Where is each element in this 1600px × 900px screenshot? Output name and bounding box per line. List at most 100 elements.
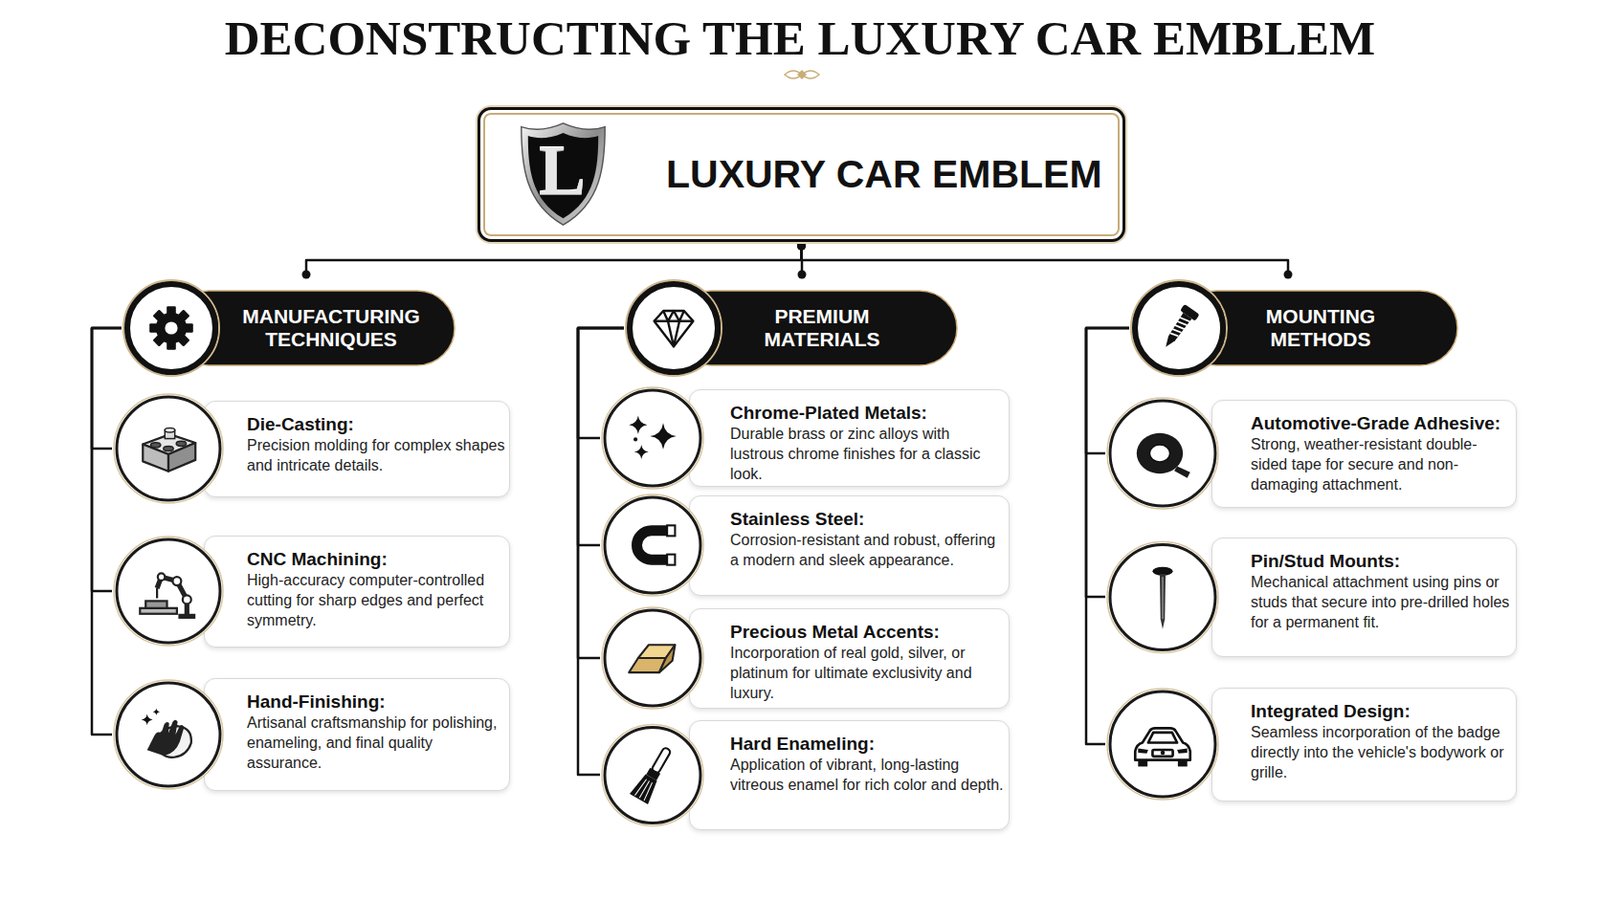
item-card: Precious Metal Accents:Incorporation of … [600,604,1010,712]
category-pill: MANUFACTURING TECHNIQUES [121,278,457,378]
connector-line [801,242,1289,279]
item-icon-layer [111,391,225,507]
icon-ring [601,724,704,826]
icon-ring [1107,541,1219,653]
junction-dot [1284,270,1293,280]
item-icon-layer [600,384,706,492]
item-icon [1134,728,1190,767]
icon-circle [127,284,216,373]
icon-circle [1110,691,1216,798]
icon-ring [601,494,704,597]
connector-line [306,242,802,279]
item-card: Die-Casting:Precision molding for comple… [111,391,511,507]
item-box: Stainless Steel:Corrosion-resistant and … [688,495,1010,597]
category-pill: PREMIUM MATERIALS [623,278,959,378]
item-card: Hand-Finishing:Artisanal craftsmanship f… [111,677,511,793]
item-description: Durable brass or zinc alloys with lustro… [730,423,1005,485]
item-box: Integrated Design:Seamless incorporation… [1211,688,1517,802]
icon-circle [1110,544,1216,650]
item-card: Stainless Steel:Corrosion-resistant and … [600,491,1010,600]
icon-ring [113,680,223,790]
icon-circle [116,397,221,501]
title-ornament [784,70,820,79]
category-title: MOUNTING METHODS [1213,290,1428,366]
item-heading: Stainless Steel: [730,508,1005,531]
icon-circle [1134,284,1223,373]
junction-dot [797,242,806,251]
item-box: CNC Machining:High-accuracy computer-con… [203,535,511,648]
item-box: Die-Casting:Precision molding for comple… [203,400,511,498]
item-heading: Die-Casting: [246,413,506,436]
icon-circle [116,539,221,644]
item-box: Chrome-Plated Metals:Durable brass or zi… [688,389,1010,488]
item-icon [1136,433,1191,479]
item-card: Chrome-Plated Metals:Durable brass or zi… [600,384,1010,492]
category-title: PREMIUM MATERIALS [714,290,930,366]
item-description: Seamless incorporation of the badge dire… [1250,722,1512,783]
item-heading: CNC Machining: [246,548,506,571]
connector-line [1086,328,1130,745]
item-icon [629,743,677,804]
item-icon-layer [600,491,706,600]
item-heading: Hard Enameling: [730,733,1005,756]
item-box: Hard Enameling:Application of vibrant, l… [688,720,1010,831]
root-title: LUXURY CAR EMBLEM [666,110,1113,240]
category-icon [1157,304,1200,353]
category-icon [654,311,694,347]
diagram-title: DECONSTRUCTING THE LUXURY CAR EMBLEM [0,11,1600,66]
icon-ring [1107,398,1219,510]
item-icon [1152,566,1173,629]
connector-line [577,328,624,659]
category-icon [149,306,194,351]
item-box: Precious Metal Accents:Incorporation of … [688,608,1010,710]
item-icon-layer [1105,395,1221,512]
icon-ring [601,387,704,489]
connector-line [91,328,122,735]
item-heading: Pin/Stud Mounts: [1250,550,1512,573]
item-icon-layer [1105,686,1221,803]
icon-circle [604,390,701,487]
title-ornament [797,69,807,80]
item-heading: Integrated Design: [1250,700,1512,723]
icon-circle [629,284,718,373]
icon-circle [116,683,221,787]
icon-circle [1110,400,1216,507]
emblem-letter: L [517,122,607,219]
item-description: Strong, weather-resistant double-sided t… [1250,434,1512,495]
item-description: Artisanal craftsmanship for polishing, e… [246,712,506,774]
icon-circle [604,610,701,707]
item-description: High-accuracy computer-controlled cuttin… [246,570,506,631]
item-card: Automotive-Grade Adhesive:Strong, weathe… [1105,395,1517,512]
category-pill: MOUNTING METHODS [1129,278,1460,378]
icon-ring [601,607,704,710]
item-card: CNC Machining:High-accuracy computer-con… [111,533,511,649]
item-icon [142,427,196,471]
item-icon [628,644,675,673]
item-icon-layer [111,677,225,793]
item-description: Corrosion-resistant and robust, offering… [730,530,1005,571]
item-icon-layer [600,604,706,712]
icon-ring [1131,280,1227,377]
item-icon-layer [111,533,225,649]
junction-dot [797,242,806,251]
item-description: Precision molding for complex shapes and… [246,435,506,476]
item-box: Hand-Finishing:Artisanal craftsmanship f… [203,678,511,792]
icon-circle [604,727,701,823]
icon-ring [123,280,220,377]
item-box: Pin/Stud Mounts:Mechanical attachment us… [1211,537,1517,658]
item-description: Incorporation of real gold, silver, or p… [730,643,1005,704]
item-heading: Automotive-Grade Adhesive: [1250,412,1512,435]
junction-dot [797,242,806,251]
item-heading: Chrome-Plated Metals: [730,401,1005,424]
item-description: Mechanical attachment using pins or stud… [1250,572,1512,633]
icon-ring [113,394,223,504]
item-icon [628,416,677,460]
item-heading: Precious Metal Accents: [730,621,1005,644]
item-card: Pin/Stud Mounts:Mechanical attachment us… [1105,537,1517,658]
item-description: Application of vibrant, long-lasting vit… [730,755,1005,796]
icon-ring [1107,688,1219,800]
item-box: Automotive-Grade Adhesive:Strong, weathe… [1211,400,1517,509]
item-icon-layer [600,720,706,831]
junction-dot [798,270,807,280]
